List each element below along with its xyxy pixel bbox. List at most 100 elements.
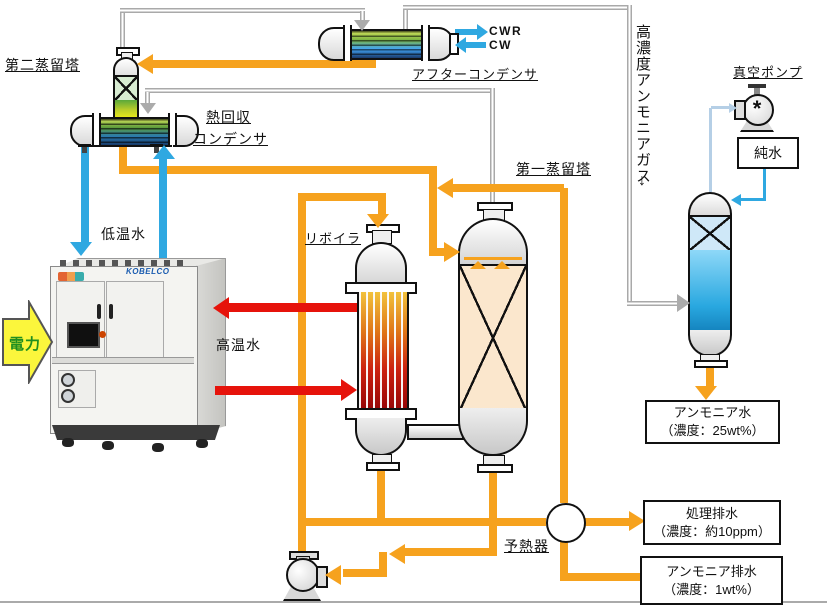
pipe-hr-condenser-inlet-stub [145,92,150,104]
gray-arrow-into-absorber [677,294,690,312]
heatpump-knob [99,331,106,338]
pipe-reflux-to-col2 [153,60,376,68]
pipe-ammonia-water-out [706,362,714,386]
absorber-bottom-dome [688,330,732,357]
ammonia-water-line1: アンモニア水 [673,405,752,420]
reboiler-bottom-flange [366,462,400,471]
pipe-cold-water-supply [81,144,89,242]
hr-condenser-tubes [96,117,172,147]
after-condenser-right-flange [421,25,430,61]
pipe-col1-overhead [145,88,495,93]
pipe-preheater-riser [560,188,568,503]
ammonia-wastewater-line2: （濃度：1wt%） [663,581,760,597]
caster-wheel [102,441,114,450]
caster-wheel [152,443,164,452]
col1-bottom-flange [477,464,513,473]
pipe-ammonia-gas-top [403,5,630,10]
pipe-pure-water-drop [763,167,766,200]
ammonia-wastewater-line1: アンモニア排水 [666,563,757,579]
vacuum-pump-top-stem [754,88,760,96]
vacuum-pump-impeller-icon: * [752,96,762,121]
treated-water-line1: 処理排水 [685,505,738,521]
red-arrow-into-heatpump [213,297,229,319]
electric-power-arrow [2,300,54,384]
orange-arrow-bottoms [389,544,405,564]
low-temp-water-label: 低温水 [101,226,146,242]
door-handle [109,304,113,319]
col1-label: 第一蒸留塔 [516,161,591,177]
pipe-col1-overhead-riser [490,88,495,202]
spray-nozzle-icon [470,261,486,269]
pipe-aftercondenser-outlet-riser [403,5,408,30]
gray-arrow-into-hr-condenser [140,103,156,114]
pipe-col1-bottoms [489,472,497,556]
bottom-border-line [0,601,827,603]
blue-arrow-into-hr-condenser [153,145,175,159]
hr-condenser-left-foot [78,144,91,147]
vacuum-pump-top-bar [748,84,766,88]
pipe-feed-into-col1 [437,248,447,256]
cwr-label: CWR [489,24,523,38]
preheater-circle [546,503,586,543]
pure-water-box: 純水 [737,137,799,169]
pipe-wastewater-in [560,573,641,581]
heatpump-right-door [106,281,164,359]
pump-base [283,586,321,601]
hr-condenser-left-leg [82,147,87,153]
orange-arrow-into-ammonia-water-box [695,386,717,400]
vacuum-pump-label: 真空ポンプ [733,65,803,80]
absorber-base-plate [694,360,728,368]
pipe-aftercondenser-inlet-stub [360,11,365,20]
door-handle [97,304,101,319]
ammonia-water-box: アンモニア水 （濃度：25wt%） [645,400,780,444]
pipe-reboiler-inlet-stub [378,201,386,214]
reboiler-dome [355,242,407,284]
reboiler-bottom-dome [355,418,407,456]
pipe-condensate-east [119,166,437,174]
pipe-cwr [455,29,478,35]
red-arrow-into-reboiler [341,379,357,401]
pipe-hot-water-supply [215,386,341,395]
col1-spray-header [464,257,522,260]
pipe-vacuum-horizontal [711,106,731,109]
orange-arrow-into-col2 [137,54,153,74]
pipe-cw [466,42,486,48]
col2-dome [113,57,139,77]
pipe-to-reboiler-top [298,193,386,201]
pure-water-label: 純水 [754,145,782,161]
reboiler-col1-crossover-pipe [407,424,464,440]
orange-arrow-into-treated-box [629,511,645,531]
orange-arrow-into-reboiler [367,214,389,228]
pipe-treated-water-out [582,518,629,526]
pipe-col2-to-aftercondenser [120,8,365,13]
kobelco-mini-logo [58,272,84,281]
after-condenser-label: アフターコンデンサ [412,67,539,82]
ammonia-gas-down-arrow: ↓ [638,172,647,189]
blue-arrow-cwr-out [477,24,488,40]
blue-arrow-cw-in [455,37,466,53]
pipe-pump-discharge-riser [298,197,306,558]
gauge-icon [61,373,75,387]
hr-condenser-right-flange [168,113,177,145]
pump-body [286,558,320,592]
blue-arrow-into-heatpump [70,242,92,256]
absorber-packing [688,215,732,252]
pipe-reboiler-bottoms [377,468,385,526]
reboiler-label: リボイラ [305,231,362,246]
absorber-liquid [688,250,732,330]
kobelco-logo: KOBELCO [126,267,170,276]
arrow-into-vacuum-pump [729,103,737,113]
orange-arrow-into-pump [325,565,341,585]
treated-water-box: 処理排水 （濃度：約10ppm） [643,500,781,545]
pipe-preheated-feed [453,184,564,192]
gray-arrow-into-after-condenser [354,20,370,31]
hr-condenser-left-flange [92,113,101,145]
pipe-pure-water-in [741,198,766,201]
heatpump-base [52,425,220,440]
heatpump-control-screen [67,322,100,348]
pipe-col2-overhead-riser [120,8,125,48]
gauge-icon [61,389,75,403]
col1-packing [458,264,528,412]
hr-condenser-label-line1: 熱回収 [206,109,251,125]
pipe-bottoms-west [405,548,493,556]
